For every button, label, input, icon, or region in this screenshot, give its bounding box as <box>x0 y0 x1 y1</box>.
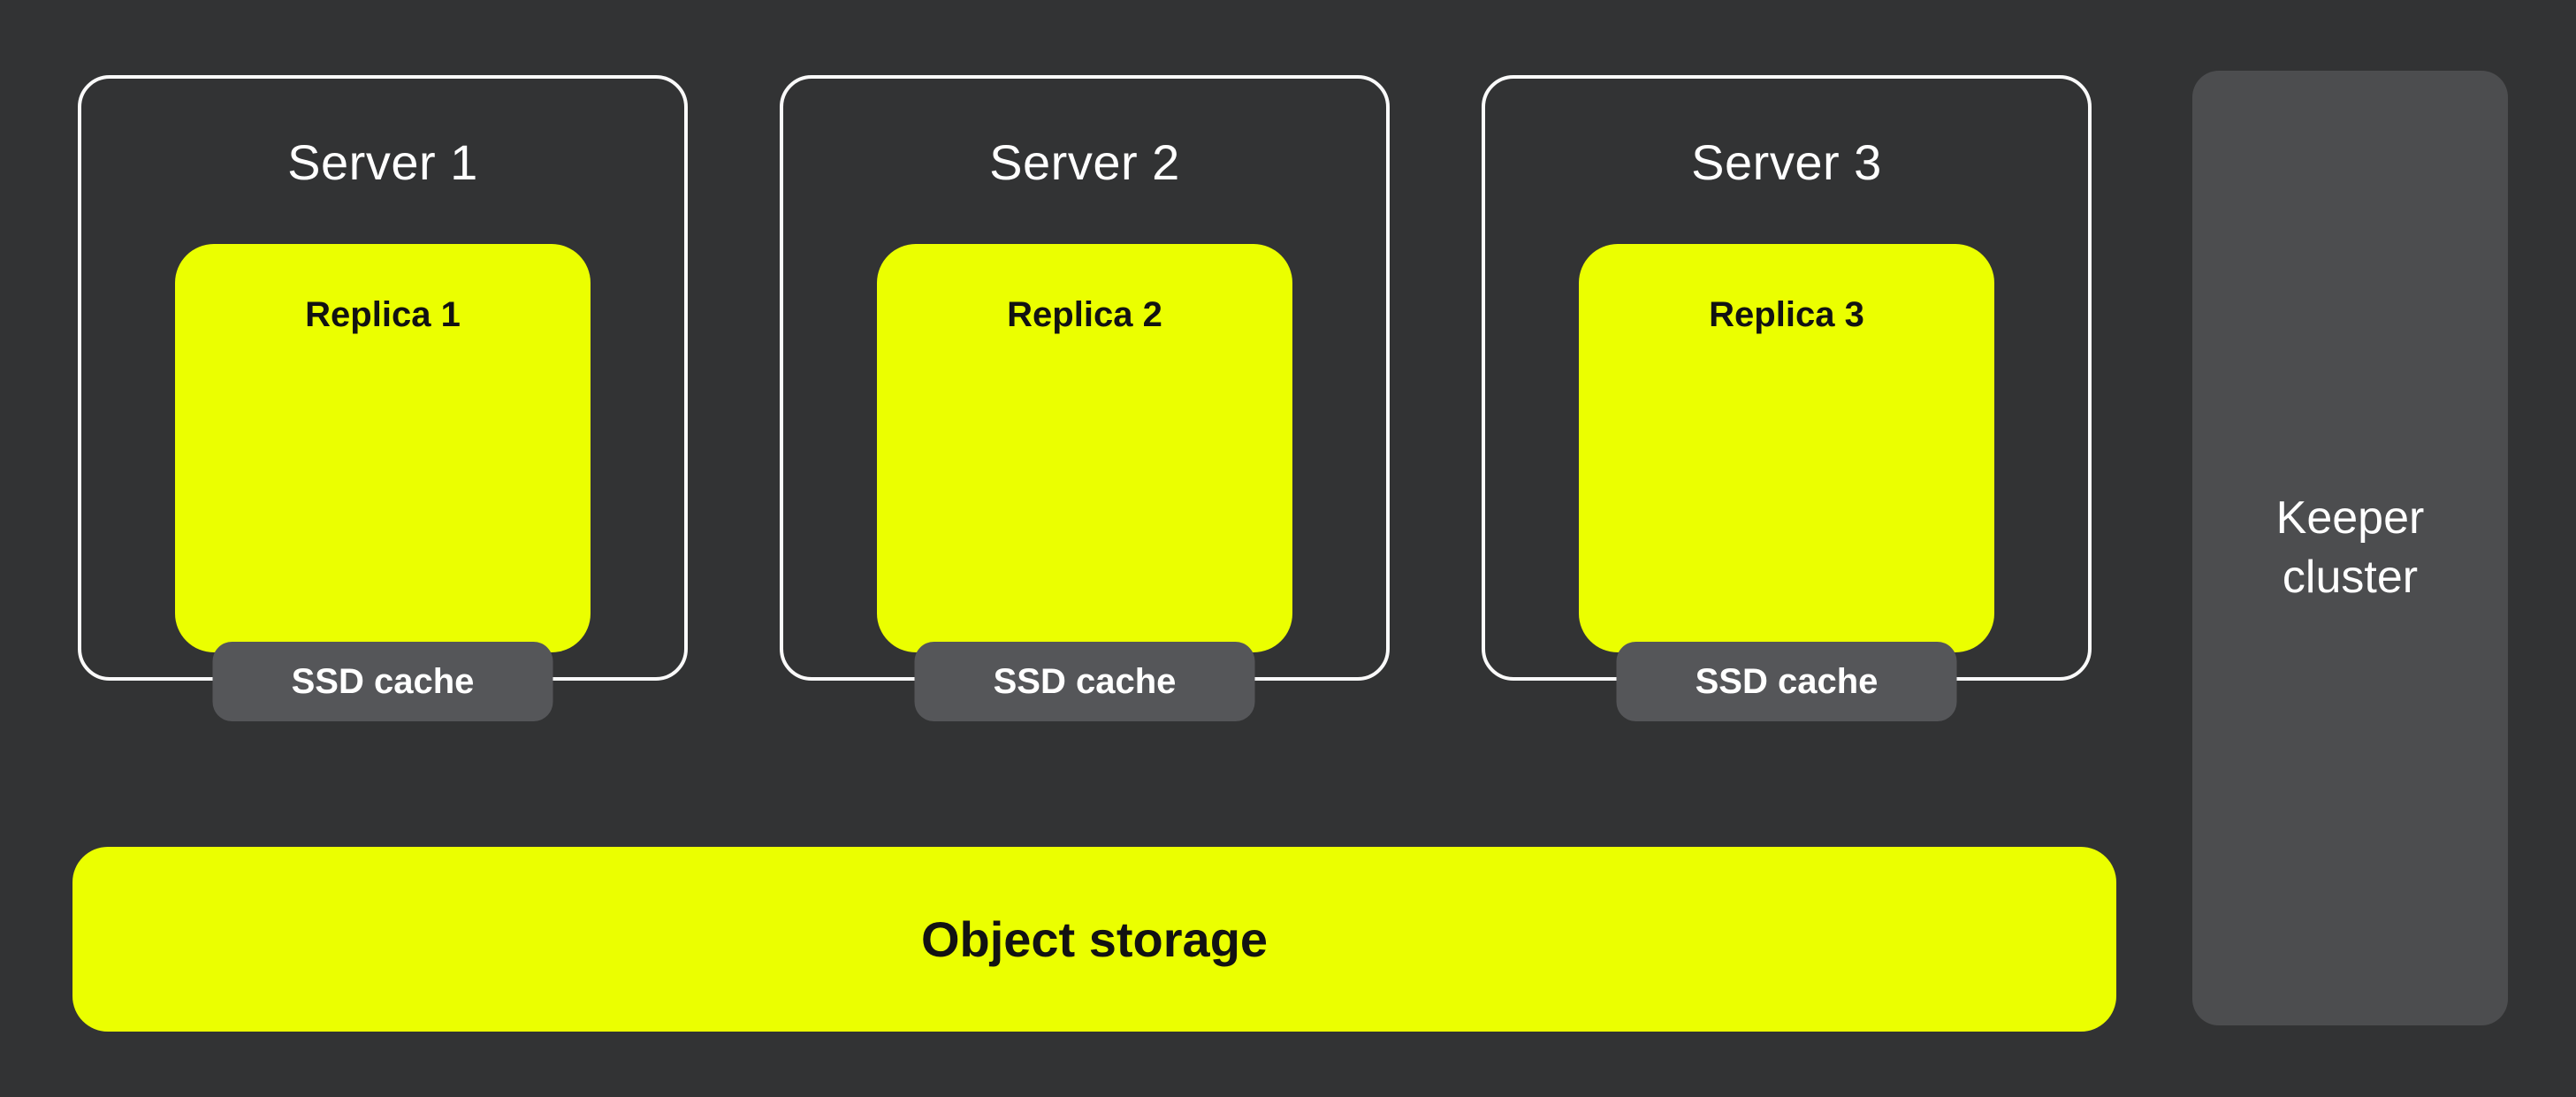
replica-1-box: Replica 1 <box>175 244 591 652</box>
replica-2-box: Replica 2 <box>877 244 1292 652</box>
server-2-ssd-cache-badge: SSD cache <box>914 642 1255 721</box>
server-2-box: Server 2 Replica 2 SSD cache <box>780 75 1390 721</box>
keeper-cluster-label-line-2: cluster <box>2282 552 2419 603</box>
server-3-label: Server 3 <box>1691 134 1882 190</box>
server-1-ssd-cache-badge: SSD cache <box>212 642 553 721</box>
server-2-label: Server 2 <box>989 134 1180 190</box>
keeper-cluster-box: Keeper cluster <box>2192 71 2508 1025</box>
server-3-ssd-cache-badge: SSD cache <box>1616 642 1957 721</box>
server-1-box: Server 1 Replica 1 SSD cache <box>78 75 688 721</box>
object-storage-box: Object storage <box>72 847 2116 1032</box>
server-1-label: Server 1 <box>287 134 478 190</box>
replica-3-label: Replica 3 <box>1709 295 1864 334</box>
keeper-cluster-label-line-1: Keeper <box>2275 492 2425 545</box>
replica-2-label: Replica 2 <box>1007 295 1162 334</box>
replica-3-box: Replica 3 <box>1579 244 1994 652</box>
replica-1-label: Replica 1 <box>305 295 461 334</box>
server-3-box: Server 3 Replica 3 SSD cache <box>1482 75 2092 721</box>
